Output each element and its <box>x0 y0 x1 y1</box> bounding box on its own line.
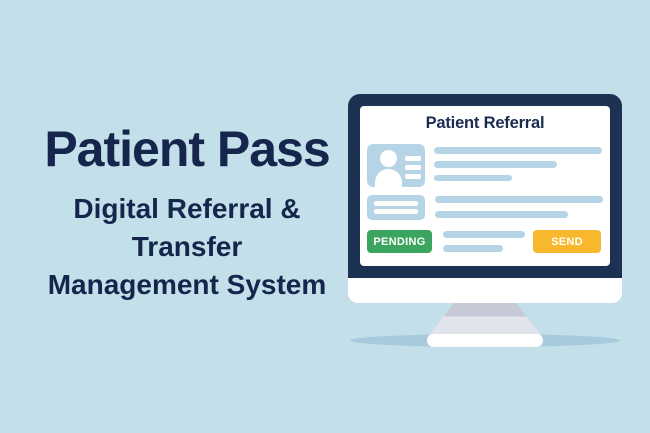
patient-avatar-torso <box>375 169 402 187</box>
pending-status-button[interactable]: PENDING <box>367 230 432 253</box>
monitor-bezel: Patient Referral PENDING <box>348 94 622 278</box>
skeleton-line <box>434 147 602 154</box>
app-subtitle: Digital Referral & Transfer Management S… <box>12 190 362 304</box>
app-subtitle-line-3: Management System <box>47 269 327 300</box>
monitor-stand-base <box>427 334 543 347</box>
skeleton-line <box>434 174 512 181</box>
id-card-line <box>405 165 421 170</box>
notes-card-line <box>374 201 418 206</box>
app-subtitle-line-2: Transfer <box>131 231 243 262</box>
notes-card-line <box>374 209 418 214</box>
id-card-line <box>405 174 421 179</box>
send-button[interactable]: SEND <box>533 230 601 253</box>
skeleton-line <box>435 196 603 203</box>
skeleton-line <box>435 210 568 218</box>
skeleton-line <box>434 160 557 168</box>
patient-avatar-icon <box>380 150 397 167</box>
screen-title: Patient Referral <box>425 114 545 132</box>
monitor-stand <box>427 302 543 337</box>
skeleton-line <box>443 245 503 252</box>
monitor: Patient Referral PENDING <box>348 94 622 303</box>
id-card-line <box>405 156 421 161</box>
monitor-screen: Patient Referral PENDING <box>360 106 610 266</box>
notes-card-icon <box>367 195 425 220</box>
monitor-chin <box>348 278 622 303</box>
app-subtitle-line-1: Digital Referral & <box>73 193 301 224</box>
skeleton-line <box>443 231 525 238</box>
patient-id-card <box>367 144 425 187</box>
hero-text-block: Patient Pass Digital Referral & Transfer… <box>12 120 362 304</box>
app-title: Patient Pass <box>44 121 330 177</box>
